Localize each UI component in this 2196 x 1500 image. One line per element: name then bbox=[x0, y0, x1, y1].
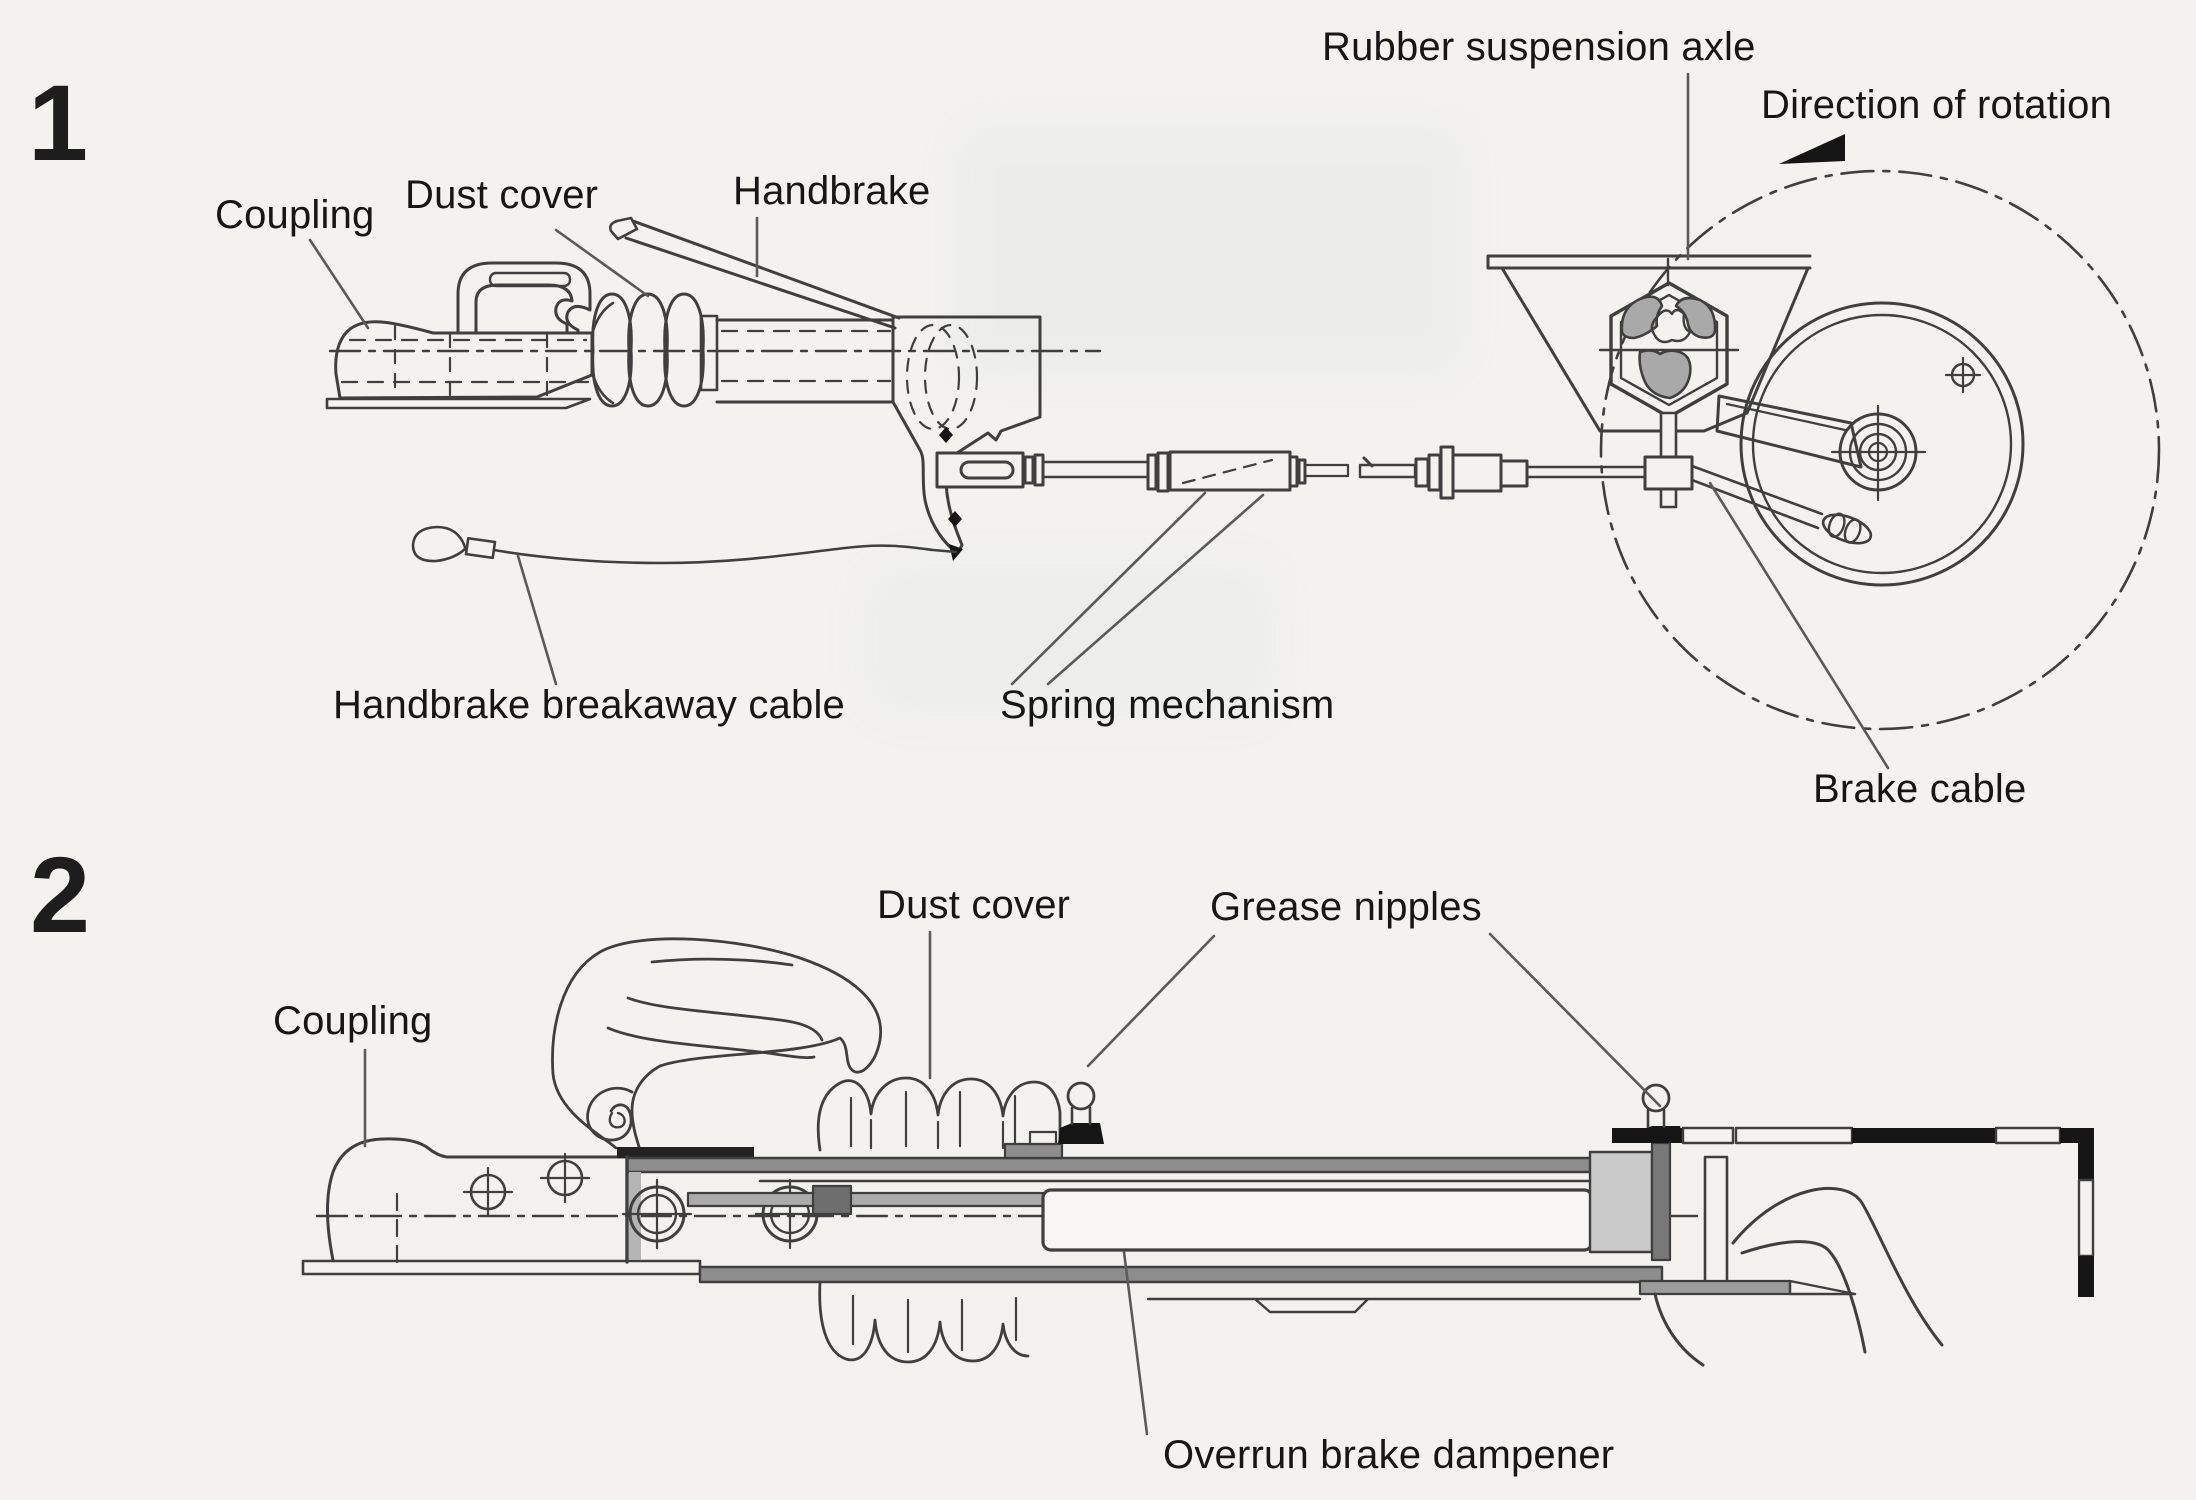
figure1-drawing bbox=[308, 72, 2161, 770]
breakaway-cable-drawing bbox=[411, 525, 958, 565]
label-dust-cover-fig1: Dust cover bbox=[405, 173, 599, 217]
brake-rod-linkage bbox=[1358, 445, 1649, 500]
overrun-housing bbox=[891, 315, 1042, 561]
scan-smudge bbox=[860, 560, 1280, 720]
chassis-frame bbox=[1681, 1126, 2095, 1297]
swing-arm bbox=[1715, 394, 1863, 469]
rotation-arrow-icon bbox=[1779, 134, 1845, 164]
leader-lines bbox=[363, 930, 1662, 1436]
figure1-number: 1 bbox=[28, 62, 89, 183]
channel-body bbox=[617, 1147, 1664, 1314]
rubber-suspension-axle-drawing bbox=[1598, 257, 1740, 509]
wheel-drawing bbox=[1599, 169, 2161, 731]
label-grease-nipples: Grease nipples bbox=[1210, 885, 1482, 929]
coupling-drawing bbox=[325, 320, 594, 410]
overrun-brake-dampener-drawing bbox=[1041, 1188, 1594, 1252]
scan-smudge bbox=[950, 120, 1470, 380]
label-handbrake: Handbrake bbox=[733, 169, 931, 213]
label-handbrake-breakaway-cable: Handbrake breakaway cable bbox=[333, 683, 845, 727]
grease-nipple-2 bbox=[1636, 1083, 1684, 1143]
handbrake-hook bbox=[551, 937, 883, 1152]
label-spring-mechanism: Spring mechanism bbox=[1000, 683, 1335, 727]
label-direction-of-rotation: Direction of rotation bbox=[1761, 83, 2113, 127]
label-coupling-fig1: Coupling bbox=[215, 193, 375, 237]
handbrake-lever bbox=[608, 216, 901, 330]
grease-nipple-1 bbox=[1003, 1081, 1104, 1160]
label-brake-cable: Brake cable bbox=[1813, 767, 2027, 811]
figure2-number: 2 bbox=[30, 834, 91, 955]
dust-cover-bellows bbox=[816, 1076, 1062, 1364]
spring-mechanism-drawing bbox=[935, 450, 1350, 493]
brake-cable-drawing bbox=[1690, 464, 1873, 545]
handle-loop bbox=[456, 261, 592, 335]
label-dust-cover-fig2: Dust cover bbox=[877, 883, 1071, 927]
dust-cover-bellows bbox=[590, 292, 719, 408]
drawbar-tube bbox=[715, 318, 895, 404]
label-overrun-brake-dampener: Overrun brake dampener bbox=[1163, 1433, 1615, 1477]
cables bbox=[1653, 1186, 1944, 1367]
leader-lines bbox=[308, 72, 1890, 770]
figure2-drawing bbox=[301, 930, 2095, 1436]
label-coupling-fig2: Coupling bbox=[273, 999, 433, 1043]
axle-bracket bbox=[1486, 254, 1812, 433]
label-rubber-suspension-axle: Rubber suspension axle bbox=[1322, 25, 1756, 69]
